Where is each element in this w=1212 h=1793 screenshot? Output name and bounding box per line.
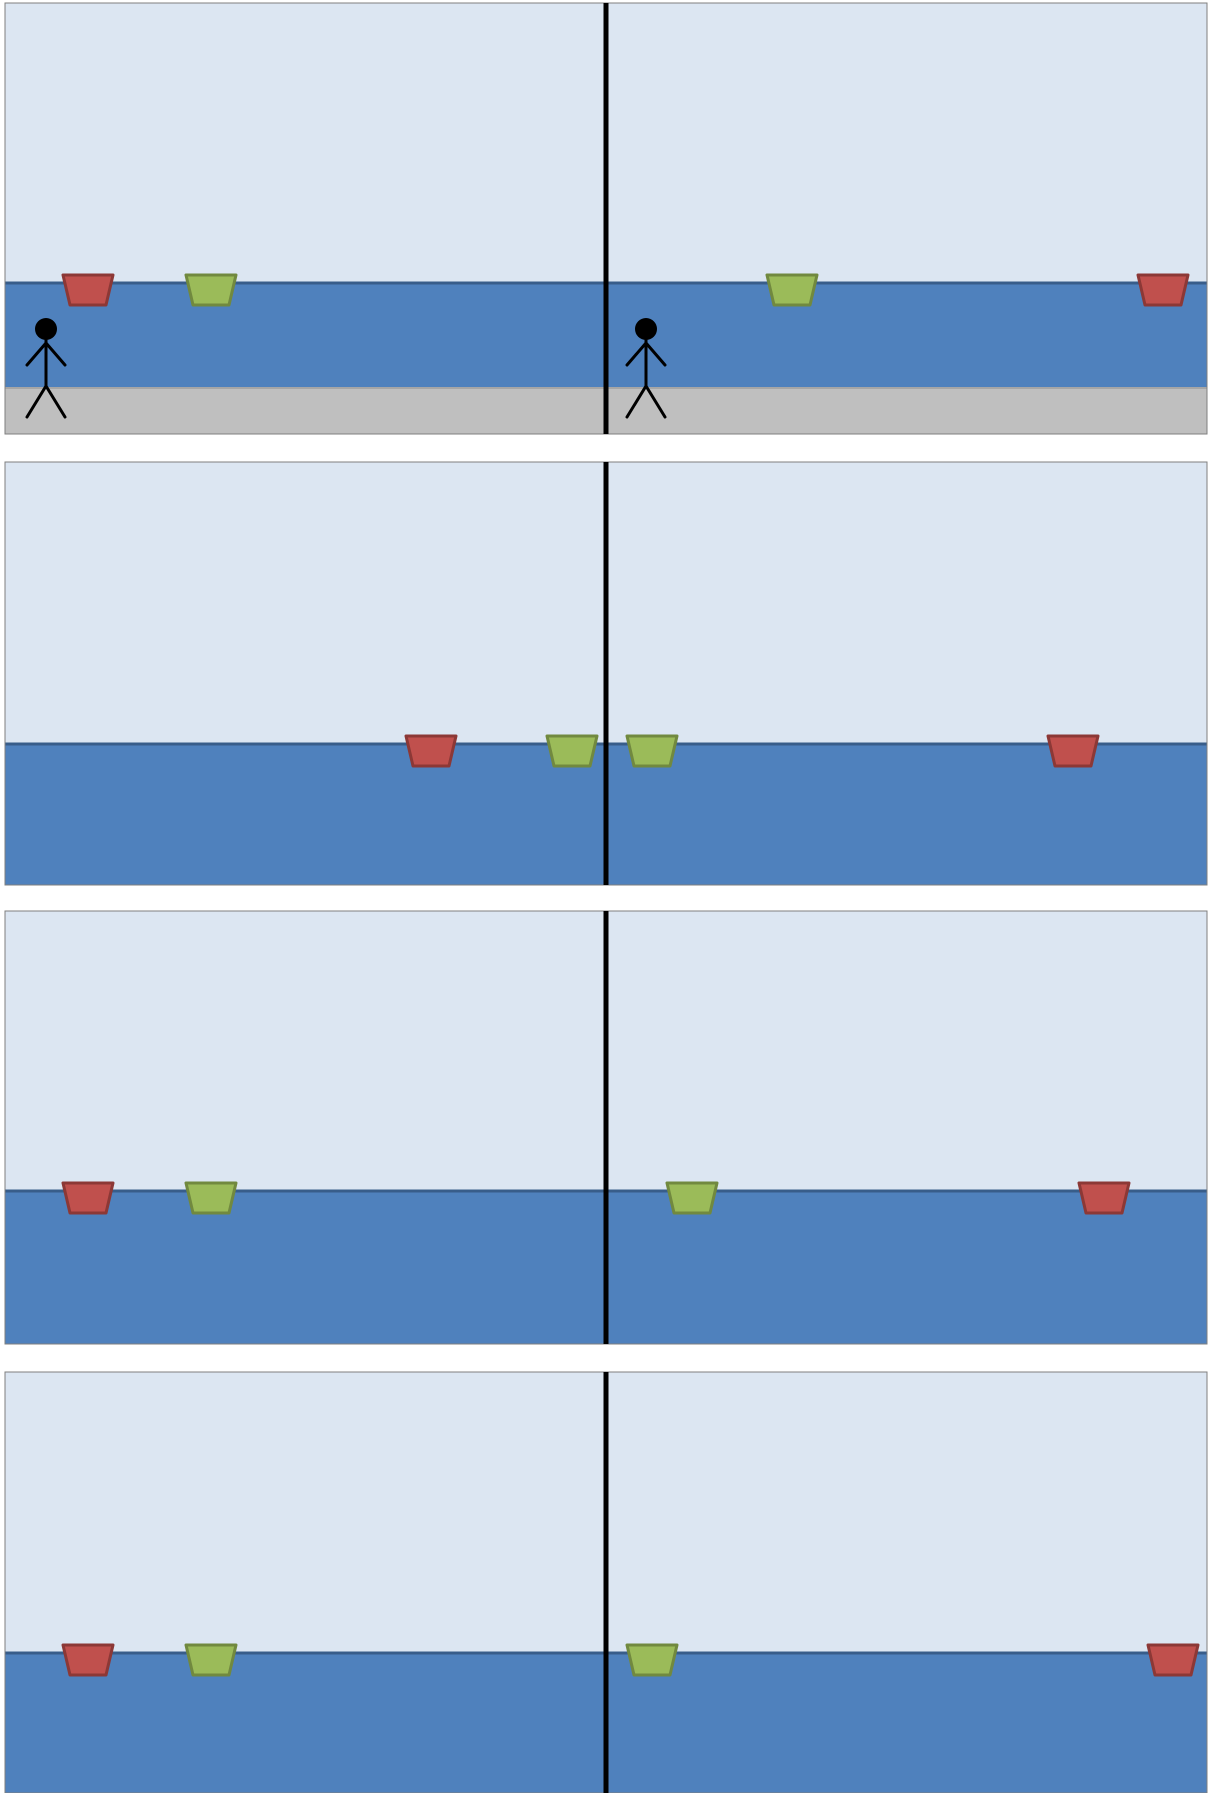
red-boat-icon [1079, 1183, 1129, 1213]
green-boat-icon [767, 275, 817, 305]
panel-row1 [5, 3, 1207, 434]
green-boat-icon [186, 1183, 236, 1213]
green-boat-icon [627, 1645, 677, 1675]
red-boat-icon [63, 275, 113, 305]
red-boat-icon [1048, 736, 1098, 766]
green-boat-icon [627, 736, 677, 766]
panel-row2 [5, 462, 1207, 885]
red-boat-icon [63, 1645, 113, 1675]
red-boat-icon [406, 736, 456, 766]
person-head [35, 318, 57, 340]
panel-row3 [5, 911, 1207, 1344]
panel-row4 [5, 1372, 1207, 1793]
red-boat-icon [63, 1183, 113, 1213]
green-boat-icon [547, 736, 597, 766]
green-boat-icon [667, 1183, 717, 1213]
green-boat-icon [186, 1645, 236, 1675]
person-head [635, 318, 657, 340]
red-boat-icon [1148, 1645, 1198, 1675]
red-boat-icon [1138, 275, 1188, 305]
green-boat-icon [186, 275, 236, 305]
